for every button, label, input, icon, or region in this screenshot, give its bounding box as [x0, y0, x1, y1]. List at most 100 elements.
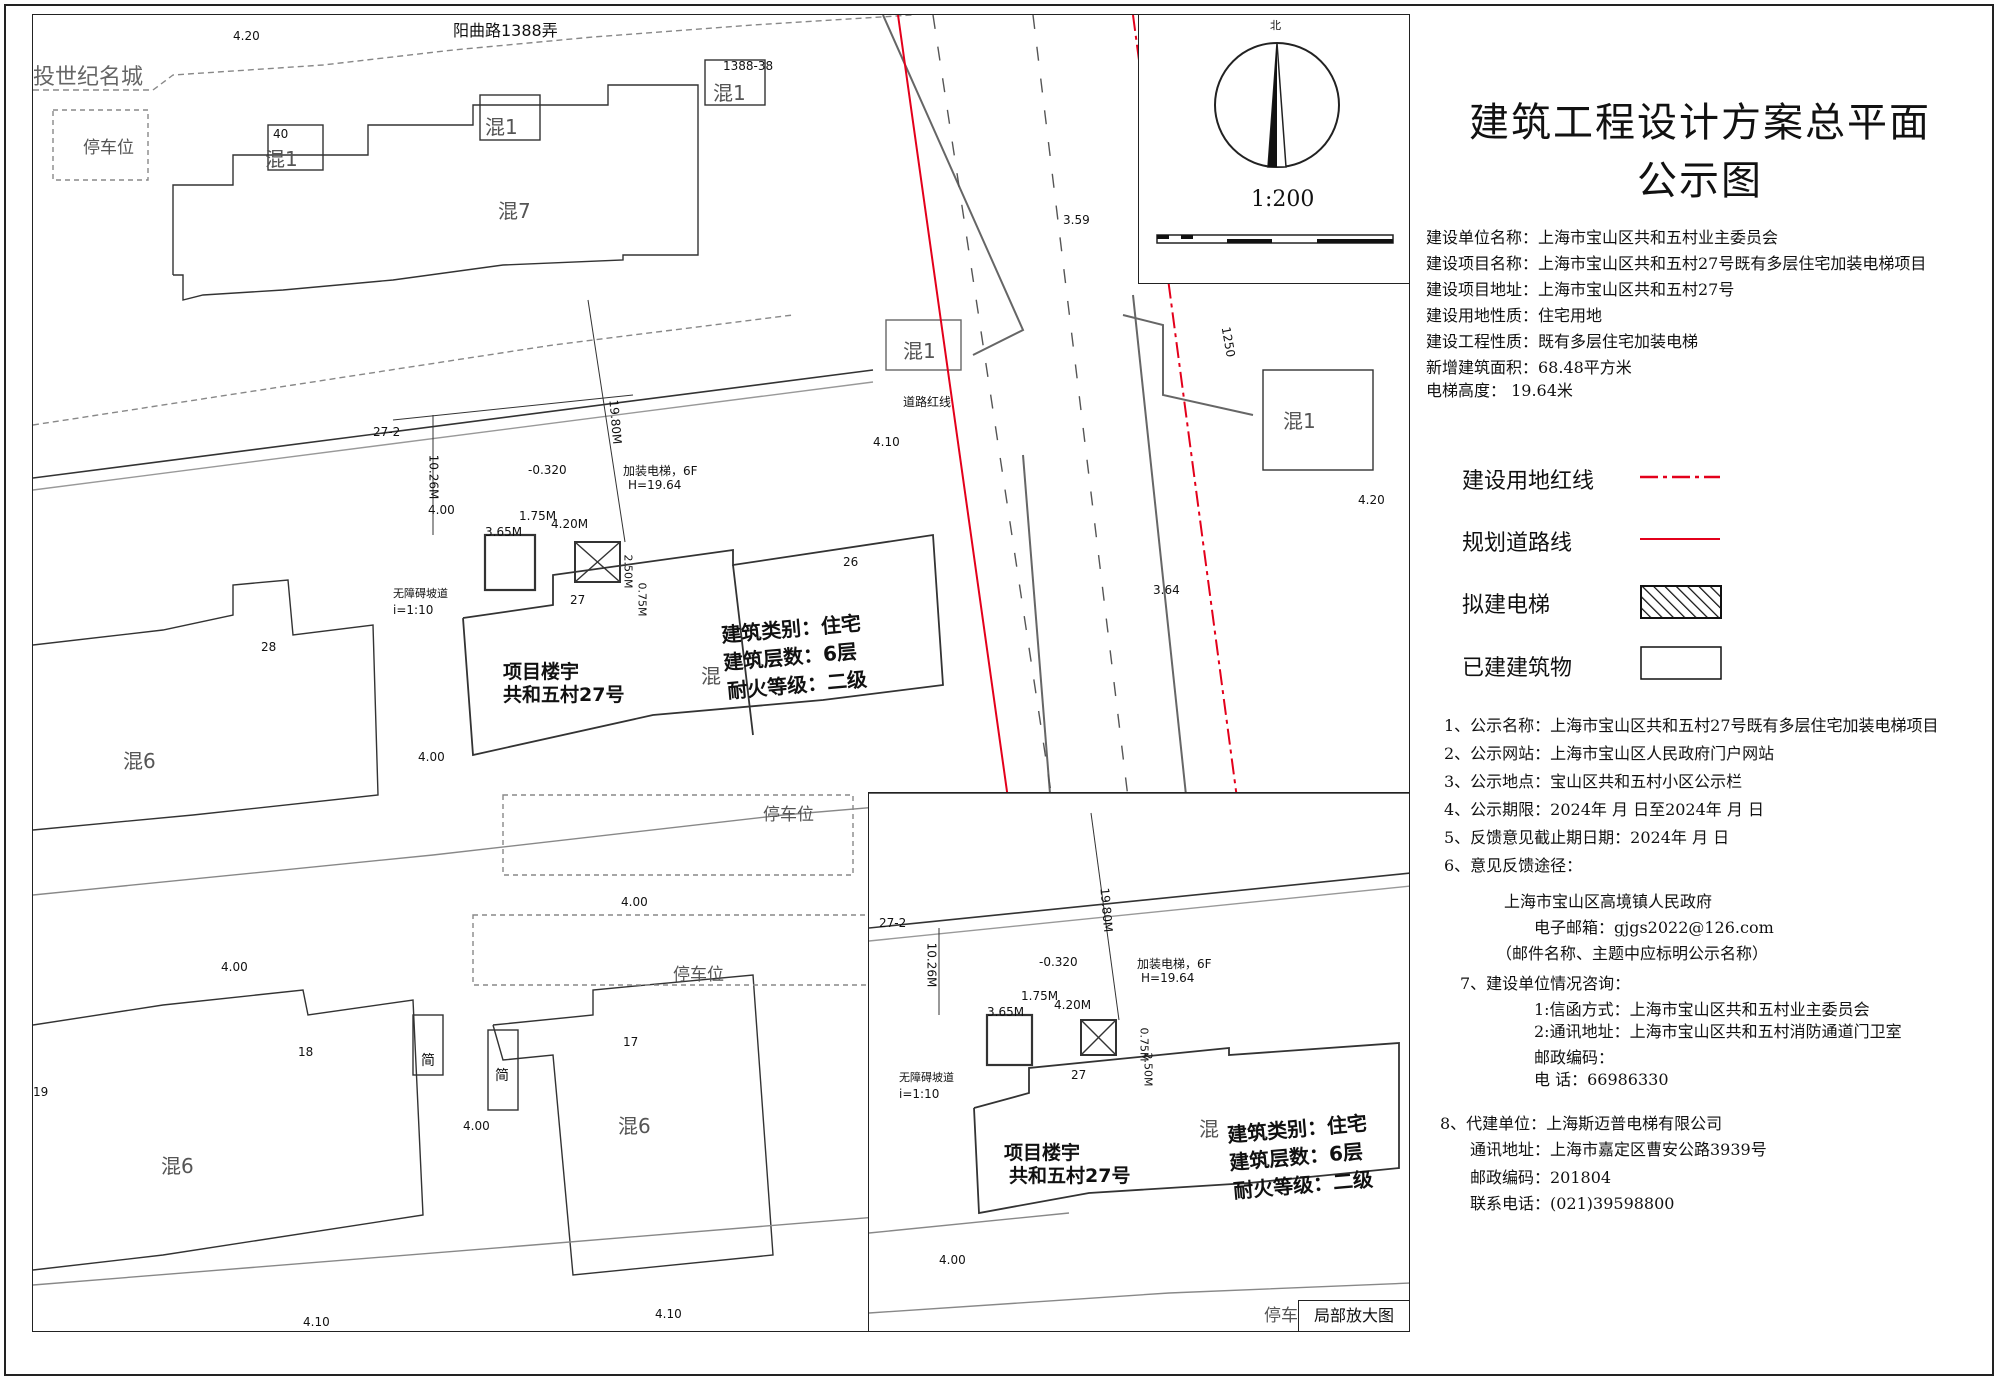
elev-5: 3.64 — [1153, 583, 1180, 597]
legend-red-solid-label: 规划道路线 — [1462, 531, 1573, 556]
num-17: 17 — [623, 1035, 639, 1049]
feedback-note: （邮件名称、主题中应标明公示名称） — [1496, 944, 1769, 963]
elev-10: 4.00 — [463, 1119, 490, 1133]
notice-6: 6、意见反馈途径： — [1444, 856, 1583, 875]
num-26: 26 — [843, 555, 859, 569]
consult-phone: 电 话：66986330 — [1534, 1070, 1669, 1089]
dim-3-65: 3.65M — [485, 525, 523, 539]
project-label-2: 共和五村27号 — [503, 684, 625, 706]
inset-project-label-2: 共和五村27号 — [1009, 1165, 1131, 1187]
info-line-1: 建设单位名称：上海市宝山区共和五村业主委员会 — [1426, 228, 1779, 247]
inset-dim-3-65: 3.65M — [987, 1005, 1025, 1019]
info-line-4: 建设用地性质：住宅用地 — [1426, 306, 1603, 325]
inset-ramp-label: 无障碍坡道 — [899, 1071, 954, 1084]
elev-11: 4.10 — [303, 1315, 330, 1329]
info-line-2: 建设项目名称：上海市宝山区共和五村27号既有多层住宅加装电梯项目 — [1426, 254, 1927, 273]
mix6-label-c: 混6 — [618, 1114, 651, 1138]
inset-num-27: 27 — [1071, 1068, 1087, 1082]
inset-dim-0-75: 0.75M — [1137, 1027, 1151, 1062]
ramp-label: 无障碍坡道 — [393, 587, 448, 600]
page-title: 建筑工程设计方案总平面 — [1469, 100, 1931, 146]
inset-elev: 4.00 — [939, 1253, 966, 1267]
agent-phone: 联系电话：(021)39598800 — [1470, 1194, 1675, 1213]
mix6-label-b: 混6 — [161, 1154, 194, 1178]
info-line-5: 建设工程性质：既有多层住宅加装电梯 — [1426, 332, 1699, 351]
elev-7: 4.00 — [418, 750, 445, 764]
inset-enlarged-view: 27-2 10.26M 19.80M 3.65M 1.75M 4.20M 2.5… — [868, 792, 1410, 1332]
num-27-2: 27-2 — [373, 425, 401, 439]
consult-letter: 1:信函方式：上海市宝山区共和五村业主委员会 — [1534, 1000, 1870, 1019]
building-mix1-right — [1262, 369, 1374, 471]
num-27: 27 — [570, 593, 586, 607]
inset-ramp-slope: i=1:10 — [899, 1087, 940, 1101]
page-subtitle: 公示图 — [1637, 158, 1763, 204]
legend-red-dashed-label: 建设用地红线 — [1462, 469, 1595, 494]
building-outline-mix6-c — [492, 974, 774, 1276]
north-arrow-icon — [1156, 42, 1394, 244]
mix1-label-right: 混1 — [1283, 409, 1316, 433]
mix6-label-a: 混6 — [123, 749, 156, 773]
inset-label: 局部放大图 — [1298, 1300, 1409, 1331]
num-19: 19 — [33, 1085, 49, 1099]
project-label-1: 项目楼宇 — [503, 661, 580, 683]
ramp-slope: i=1:10 — [393, 603, 434, 617]
building-outline-mix7 — [172, 84, 699, 301]
shed-label-b: 简 — [495, 1068, 509, 1084]
num-18: 18 — [298, 1045, 314, 1059]
elev-9: 4.00 — [221, 960, 248, 974]
parking-label-3: 停车位 — [673, 965, 724, 985]
inset-mix-label: 混 — [1199, 1117, 1219, 1141]
notice-3: 3、公示地点：宝山区共和五村小区公示栏 — [1444, 772, 1743, 791]
building-outline-mix6-b — [33, 989, 424, 1271]
notice-5: 5、反馈意见截止期日期：2024年 月 日 — [1444, 828, 1730, 847]
elev-3: 4.10 — [873, 435, 900, 449]
compass-box: 北 1:200 — [1138, 14, 1410, 284]
parking-label-2: 停车位 — [763, 805, 814, 825]
parking-area-top — [52, 109, 149, 181]
building-outline-mix6-a — [33, 579, 379, 831]
legend-box-label: 已建建筑物 — [1462, 656, 1573, 681]
elevator-box — [574, 541, 621, 583]
notice-7: 7、建设单位情况咨询： — [1460, 974, 1631, 993]
mix1-label-c: 混1 — [713, 81, 746, 105]
elev-2: 3.59 — [1063, 213, 1090, 227]
elev-6: 4.20 — [1358, 493, 1385, 507]
elev-8: 4.00 — [621, 895, 648, 909]
notice-1: 1、公示名称：上海市宝山区共和五村27号既有多层住宅加装电梯项目 — [1444, 716, 1939, 735]
feedback-org: 上海市宝山区高境镇人民政府 — [1504, 892, 1713, 911]
community-name: 投世纪名城 — [33, 65, 144, 90]
info-line-7: 电梯高度： 19.64米 — [1426, 381, 1573, 400]
agent-address: 通讯地址：上海市嘉定区曹安公路3939号 — [1470, 1140, 1767, 1159]
building-mix1-a — [267, 124, 324, 171]
notice-8: 8、代建单位：上海斯迈普电梯有限公司 — [1440, 1114, 1723, 1133]
inset-drawing — [869, 793, 1409, 1314]
info-line-3: 建设项目地址：上海市宝山区共和五村27号 — [1426, 280, 1735, 299]
shed-label-a: 简 — [421, 1053, 435, 1069]
elev-1: 4.20 — [233, 29, 260, 43]
consult-address: 2:通讯地址：上海市宝山区共和五村消防通道门卫室 — [1534, 1022, 1902, 1041]
legend-hatched-label: 拟建电梯 — [1462, 593, 1551, 618]
dim-2-50: 2.50M — [621, 554, 635, 589]
num-40: 40 — [273, 127, 289, 141]
mix1-label-road: 混1 — [903, 339, 936, 363]
num-28: 28 — [261, 640, 277, 654]
mix1-label-b: 混1 — [485, 115, 518, 139]
num-1388: 1388-38 — [723, 59, 774, 73]
inset-project-label-1: 项目楼宇 — [1004, 1142, 1081, 1164]
dim-1-75: 1.75M — [519, 509, 557, 523]
scale-label: 1:200 — [1251, 187, 1315, 212]
info-line-6: 新增建筑面积：68.48平方米 — [1426, 358, 1632, 377]
agent-postcode: 邮政编码：201804 — [1470, 1168, 1612, 1187]
shed-b — [487, 1029, 519, 1111]
legend-box-icon — [1640, 646, 1722, 680]
north-label: 北 — [1270, 19, 1281, 32]
building-outline-project — [462, 533, 944, 757]
inset-dim-4-20: 4.20M — [1054, 998, 1092, 1012]
dim-4-20: 4.20M — [551, 517, 589, 531]
mix1-label-a: 混1 — [265, 147, 298, 171]
elevator-height: H=19.64 — [628, 478, 682, 492]
shed-a — [412, 1014, 444, 1076]
notice-2: 2、公示网站：上海市宝山区人民政府门户网站 — [1444, 744, 1775, 763]
legend-red-dashed-icon — [1640, 475, 1720, 479]
building-mix1-c — [704, 59, 766, 106]
